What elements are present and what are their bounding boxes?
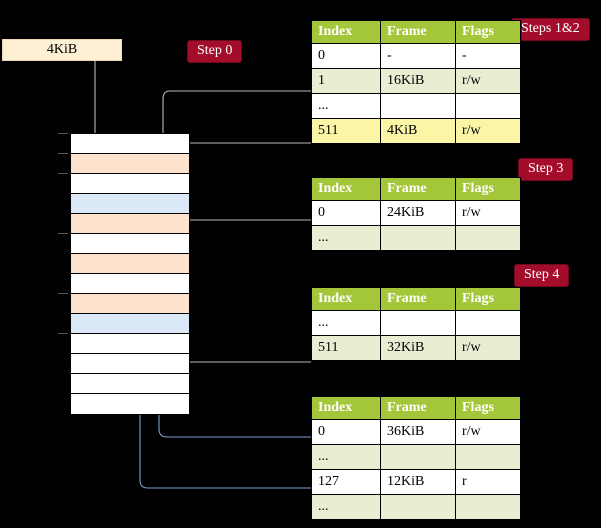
cell-frame: 12KiB [380, 469, 456, 495]
cell-frame [380, 310, 456, 336]
column-header-flags: Flags [455, 20, 521, 44]
table-row[interactable]: 0-- [311, 43, 521, 69]
source-frame-label: 4KiB [46, 42, 78, 57]
cell-index: 1 [311, 68, 381, 94]
cell-frame: 36KiB [380, 419, 456, 445]
column-header-flags: Flags [455, 396, 521, 420]
cell-frame [380, 444, 456, 470]
cell-flags: r/w [455, 118, 521, 144]
cell-frame: - [380, 43, 456, 69]
cell-frame: 24KiB [380, 200, 456, 226]
memory-frame-row [71, 394, 189, 414]
cell-flags: r/w [455, 419, 521, 445]
cell-index: ... [311, 225, 381, 251]
memory-tick [58, 133, 68, 134]
cell-index: ... [311, 444, 381, 470]
column-header-flags: Flags [455, 177, 521, 201]
cell-index: 0 [311, 200, 381, 226]
column-header-index: Index [311, 396, 381, 420]
memory-tick [58, 153, 68, 154]
memory-frame-row [71, 214, 189, 234]
badge-step-3: Step 3 [519, 159, 573, 180]
cell-flags: - [455, 43, 521, 69]
cell-index: 0 [311, 419, 381, 445]
badge-step-0: Step 0 [188, 41, 242, 62]
cell-frame: 16KiB [380, 68, 456, 94]
cell-flags [455, 225, 521, 251]
memory-frame-row [71, 134, 189, 154]
table-row[interactable]: ... [311, 444, 521, 470]
cell-index: 127 [311, 469, 381, 495]
column-header-index: Index [311, 20, 381, 44]
column-header-frame: Frame [380, 177, 456, 201]
memory-frame-row [71, 154, 189, 174]
cell-index: 511 [311, 118, 381, 144]
memory-tick [58, 293, 68, 294]
cell-frame [380, 225, 456, 251]
column-header-frame: Frame [380, 20, 456, 44]
memory-tick [58, 173, 68, 174]
cell-frame [380, 494, 456, 520]
column-header-index: Index [311, 287, 381, 311]
cell-frame: 32KiB [380, 335, 456, 361]
cell-flags: r/w [455, 68, 521, 94]
memory-frame-row [71, 254, 189, 274]
cell-frame [380, 93, 456, 119]
memory-frame-row [71, 294, 189, 314]
table-row[interactable]: ... [311, 310, 521, 336]
memory-tick [58, 233, 68, 234]
source-frame-box: 4KiB [2, 39, 122, 61]
cell-flags [455, 444, 521, 470]
cell-index: 0 [311, 43, 381, 69]
column-header-flags: Flags [455, 287, 521, 311]
cell-index: 511 [311, 335, 381, 361]
cell-flags [455, 93, 521, 119]
badge-steps-1-2: Steps 1&2 [512, 19, 589, 40]
memory-frame-row [71, 314, 189, 334]
memory-rows [70, 133, 190, 415]
cell-index: ... [311, 93, 381, 119]
table-row[interactable]: ... [311, 93, 521, 119]
column-header-frame: Frame [380, 287, 456, 311]
badge-step-4: Step 4 [515, 265, 569, 286]
cell-index: ... [311, 494, 381, 520]
table-row[interactable]: ... [311, 494, 521, 520]
cell-flags: r [455, 469, 521, 495]
memory-frame-row [71, 194, 189, 214]
cell-flags [455, 310, 521, 336]
table-row[interactable]: ... [311, 225, 521, 251]
memory-frame-row [71, 374, 189, 394]
cell-frame: 4KiB [380, 118, 456, 144]
cell-flags [455, 494, 521, 520]
memory-tick [58, 333, 68, 334]
memory-frame-row [71, 334, 189, 354]
cell-flags: r/w [455, 335, 521, 361]
column-header-frame: Frame [380, 396, 456, 420]
cell-index: ... [311, 310, 381, 336]
memory-frame-row [71, 354, 189, 374]
cell-flags: r/w [455, 200, 521, 226]
memory-frame-row [71, 274, 189, 294]
memory-frame-row [71, 234, 189, 254]
column-header-index: Index [311, 177, 381, 201]
memory-frame-row [71, 174, 189, 194]
